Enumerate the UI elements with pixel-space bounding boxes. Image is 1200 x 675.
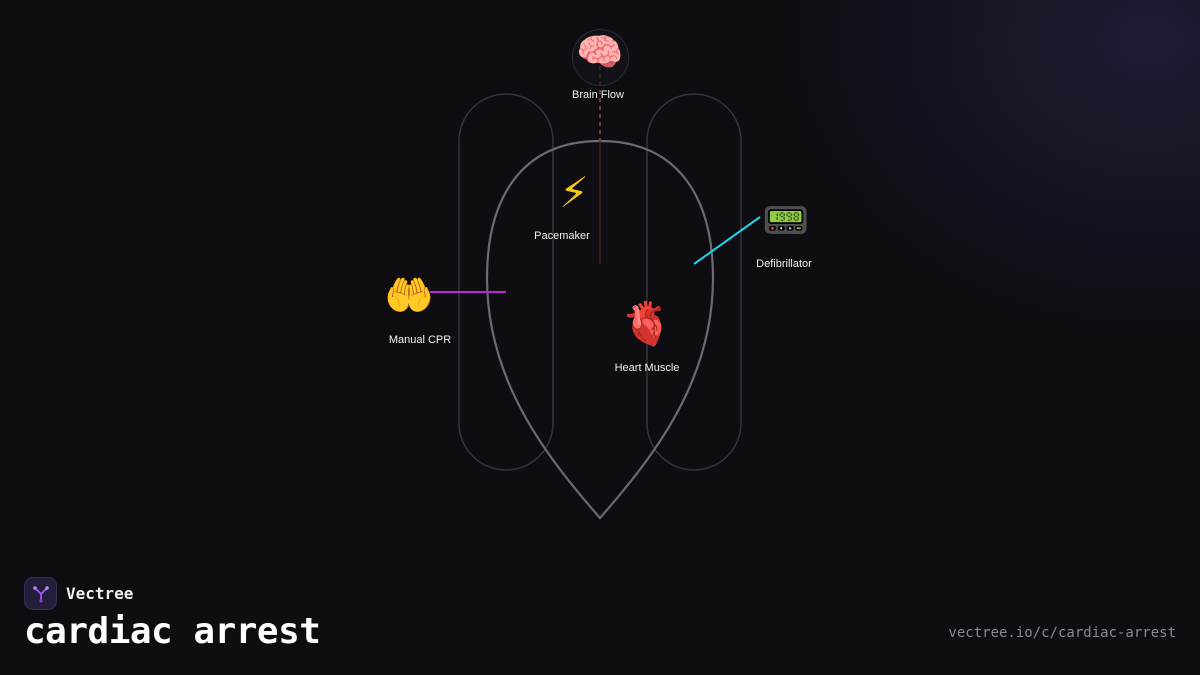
connector-defibrillator <box>693 216 761 265</box>
page-url-link[interactable]: vectree.io/c/cardiac-arrest <box>948 625 1176 641</box>
right-lung-outline <box>646 93 742 471</box>
page-title: cardiac arrest <box>24 611 321 652</box>
brain-flow-label: Brain Flow <box>572 89 624 101</box>
manual-cpr-node[interactable]: 🤲 <box>384 276 434 316</box>
heart-muscle-label: Heart Muscle <box>614 362 680 374</box>
tree-branch-icon <box>32 585 49 603</box>
heart-muscle-node[interactable]: 🫀 <box>621 303 673 345</box>
pager-icon: 📟 <box>762 198 810 242</box>
brain-node-ring <box>572 29 629 86</box>
open-hands-icon: 🤲 <box>384 273 434 319</box>
left-lung-outline <box>458 93 554 471</box>
brand[interactable]: Vectree <box>24 577 133 610</box>
lightning-icon: ⚡ <box>559 168 589 217</box>
defibrillator-node[interactable]: 📟 <box>762 201 809 239</box>
vectree-logo-icon <box>24 577 57 610</box>
brain-node[interactable]: 🧠 <box>576 33 623 71</box>
manual-cpr-label: Manual CPR <box>388 334 452 346</box>
pacemaker-node[interactable]: ⚡ <box>559 172 589 214</box>
pacemaker-label: Pacemaker <box>534 230 590 242</box>
heart-outline <box>485 139 715 520</box>
brain-icon: 🧠 <box>576 30 624 74</box>
brand-name: Vectree <box>66 584 134 603</box>
anatomical-heart-icon: 🫀 <box>620 299 674 348</box>
defibrillator-label: Defibrillator <box>756 258 812 270</box>
